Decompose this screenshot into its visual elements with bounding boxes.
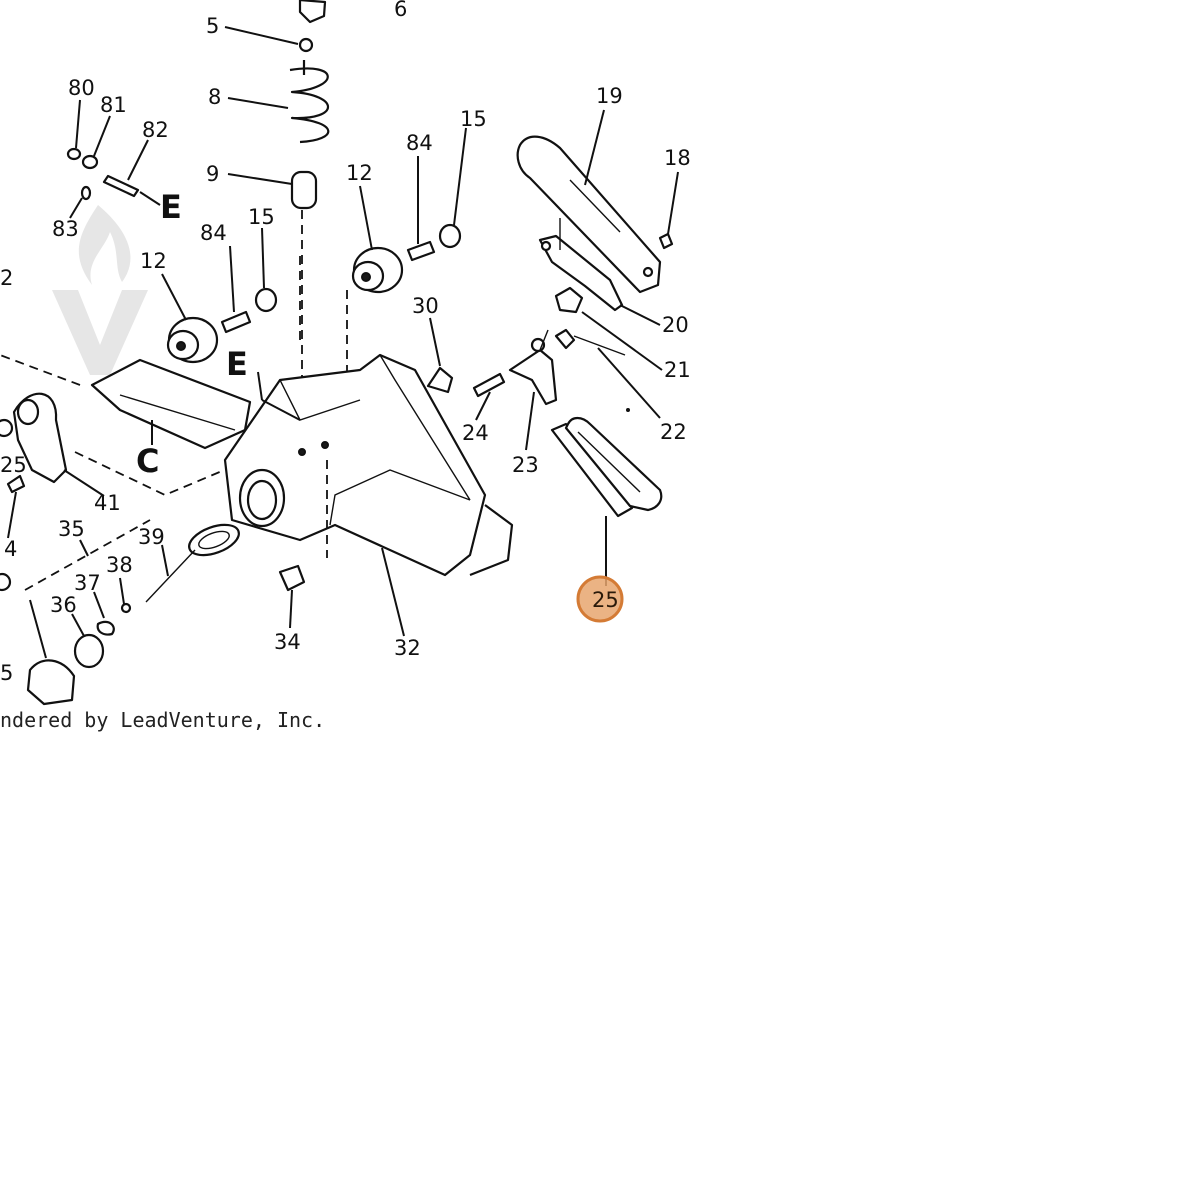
label-21: 21 bbox=[664, 358, 691, 382]
label-20: 20 bbox=[662, 313, 689, 337]
cap-assembly bbox=[0, 519, 240, 706]
label-35: 35 bbox=[58, 517, 85, 541]
label-25-left: 25 bbox=[0, 453, 27, 477]
hotspot-circle[interactable] bbox=[576, 575, 624, 623]
label-12-left: 12 bbox=[140, 249, 167, 273]
label-9: 9 bbox=[206, 162, 219, 186]
part-30 bbox=[426, 366, 454, 394]
part-21 bbox=[554, 286, 584, 314]
section-e-lower: E bbox=[226, 345, 248, 383]
label-15-right: 15 bbox=[460, 107, 487, 131]
label-80: 80 bbox=[68, 76, 95, 100]
small-fasteners bbox=[66, 147, 140, 201]
part-24 bbox=[472, 372, 506, 398]
credit-text: ndered by LeadVenture, Inc. bbox=[0, 708, 325, 732]
part-22 bbox=[554, 328, 576, 350]
guide-plate-25 bbox=[550, 416, 663, 518]
label-24: 24 bbox=[462, 421, 489, 445]
pulley-left bbox=[166, 287, 278, 364]
label-5-bottom: 5 bbox=[0, 661, 13, 685]
label-83: 83 bbox=[52, 217, 79, 241]
label-2: 2 bbox=[0, 266, 13, 290]
part-labels: 5 6 8 9 80 81 82 83 84 15 12 84 15 12 19… bbox=[0, 0, 691, 685]
label-38: 38 bbox=[106, 553, 133, 577]
label-41: 41 bbox=[94, 491, 121, 515]
lever-20 bbox=[538, 234, 624, 312]
hotspot-25[interactable]: 25 bbox=[576, 575, 624, 623]
label-6: 6 bbox=[394, 0, 407, 21]
label-37: 37 bbox=[74, 571, 101, 595]
section-c: C bbox=[136, 442, 159, 480]
label-84-left: 84 bbox=[200, 221, 227, 245]
dot bbox=[626, 408, 630, 412]
label-30: 30 bbox=[412, 294, 439, 318]
label-15-left: 15 bbox=[248, 205, 275, 229]
label-5: 5 bbox=[206, 14, 219, 38]
main-housing bbox=[223, 353, 514, 577]
label-32: 32 bbox=[394, 636, 421, 660]
label-36: 36 bbox=[50, 593, 77, 617]
handle-41 bbox=[0, 392, 68, 494]
label-82: 82 bbox=[142, 118, 169, 142]
pulley-right bbox=[346, 223, 462, 400]
part-34 bbox=[278, 564, 306, 592]
hotspot-label[interactable]: 25 bbox=[592, 588, 619, 612]
label-8: 8 bbox=[208, 85, 221, 109]
label-12-right: 12 bbox=[346, 161, 373, 185]
watermark-logo bbox=[52, 205, 148, 375]
chain-guard-19 bbox=[516, 135, 662, 294]
label-22: 22 bbox=[660, 420, 687, 444]
label-19: 19 bbox=[596, 84, 623, 108]
label-4: 4 bbox=[4, 537, 17, 561]
label-84-right: 84 bbox=[406, 131, 433, 155]
part-18 bbox=[658, 232, 674, 250]
label-39: 39 bbox=[138, 525, 165, 549]
label-81: 81 bbox=[100, 93, 127, 117]
label-34: 34 bbox=[274, 630, 301, 654]
label-18: 18 bbox=[664, 146, 691, 170]
section-e-upper: E bbox=[160, 188, 182, 226]
label-23: 23 bbox=[512, 453, 539, 477]
section-labels: E E C bbox=[136, 188, 248, 480]
spring-assembly bbox=[289, 0, 330, 445]
leader-lines bbox=[7, 26, 679, 659]
